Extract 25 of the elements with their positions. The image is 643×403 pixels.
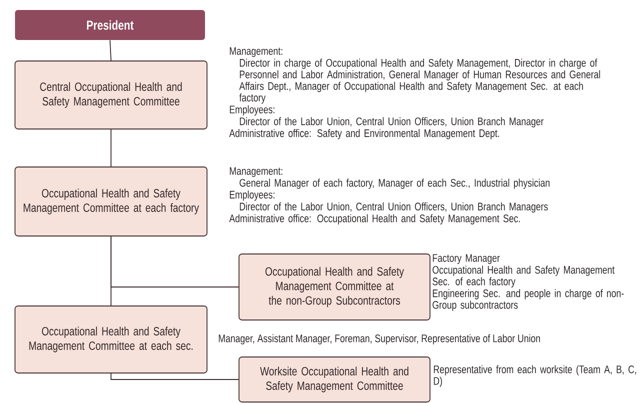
member-text: Manager, Assistant Manager, Foreman, Supervisor, Representative of Labor Union — [218, 334, 540, 344]
committee-box: Occupational Health and Safety Management Committee at the non-Group Subcontractors — [238, 254, 430, 320]
member-text: Director of the Labor Union, Central Union Officers, Union Branch Managers — [240, 202, 548, 213]
member-text: Management: — [230, 47, 282, 58]
committee-box: Central Occupational Health and Safety Management Committee — [14, 60, 208, 130]
member-text: Management: — [230, 167, 282, 178]
member-text: Occupational Health and Safety Management Sec. of each factory — [432, 266, 615, 288]
connector-line — [110, 236, 112, 306]
member-text: Factory Manager — [432, 254, 500, 264]
connector-line — [110, 129, 112, 167]
committee-box: Worksite Occupational Health and Safety Management Committee — [238, 356, 430, 402]
president-box: President — [15, 10, 205, 40]
committee-box: Occupational Health and Safety Management Committee at each sec. — [14, 306, 208, 374]
member-text: Director of the Labor Union, Central Union Officers, Union Branch Manager — [240, 117, 544, 128]
member-text: Employees: — [230, 105, 274, 116]
member-text: Administrative office: Occupational Health and Safety Management Sec. — [229, 214, 520, 224]
member-text: Administrative office: Safety and Environmental Management Dept. — [229, 129, 500, 140]
member-text: Director in charge of Occupational Health and Safety Management, Director in charge of Personnel and Labor Administration, General Manager of Human Resources and General Affairs Dept., Manager of Occupational Health and Safety Management Sec. at each factory — [239, 58, 600, 104]
connector-line — [110, 40, 112, 61]
member-text: Employees: — [230, 190, 274, 201]
member-text: Representative from each worksite (Team A, B, C, D) — [434, 365, 636, 388]
committee-box: Occupational Health and Safety Management Committee at each factory — [14, 166, 208, 236]
member-text: General Manager of each factory, Manager of each Sec., Industrial physician — [240, 178, 550, 189]
member-text: Engineering Sec. and people in charge of non-Group subcontractors — [432, 289, 624, 311]
connector-line — [110, 373, 239, 380]
